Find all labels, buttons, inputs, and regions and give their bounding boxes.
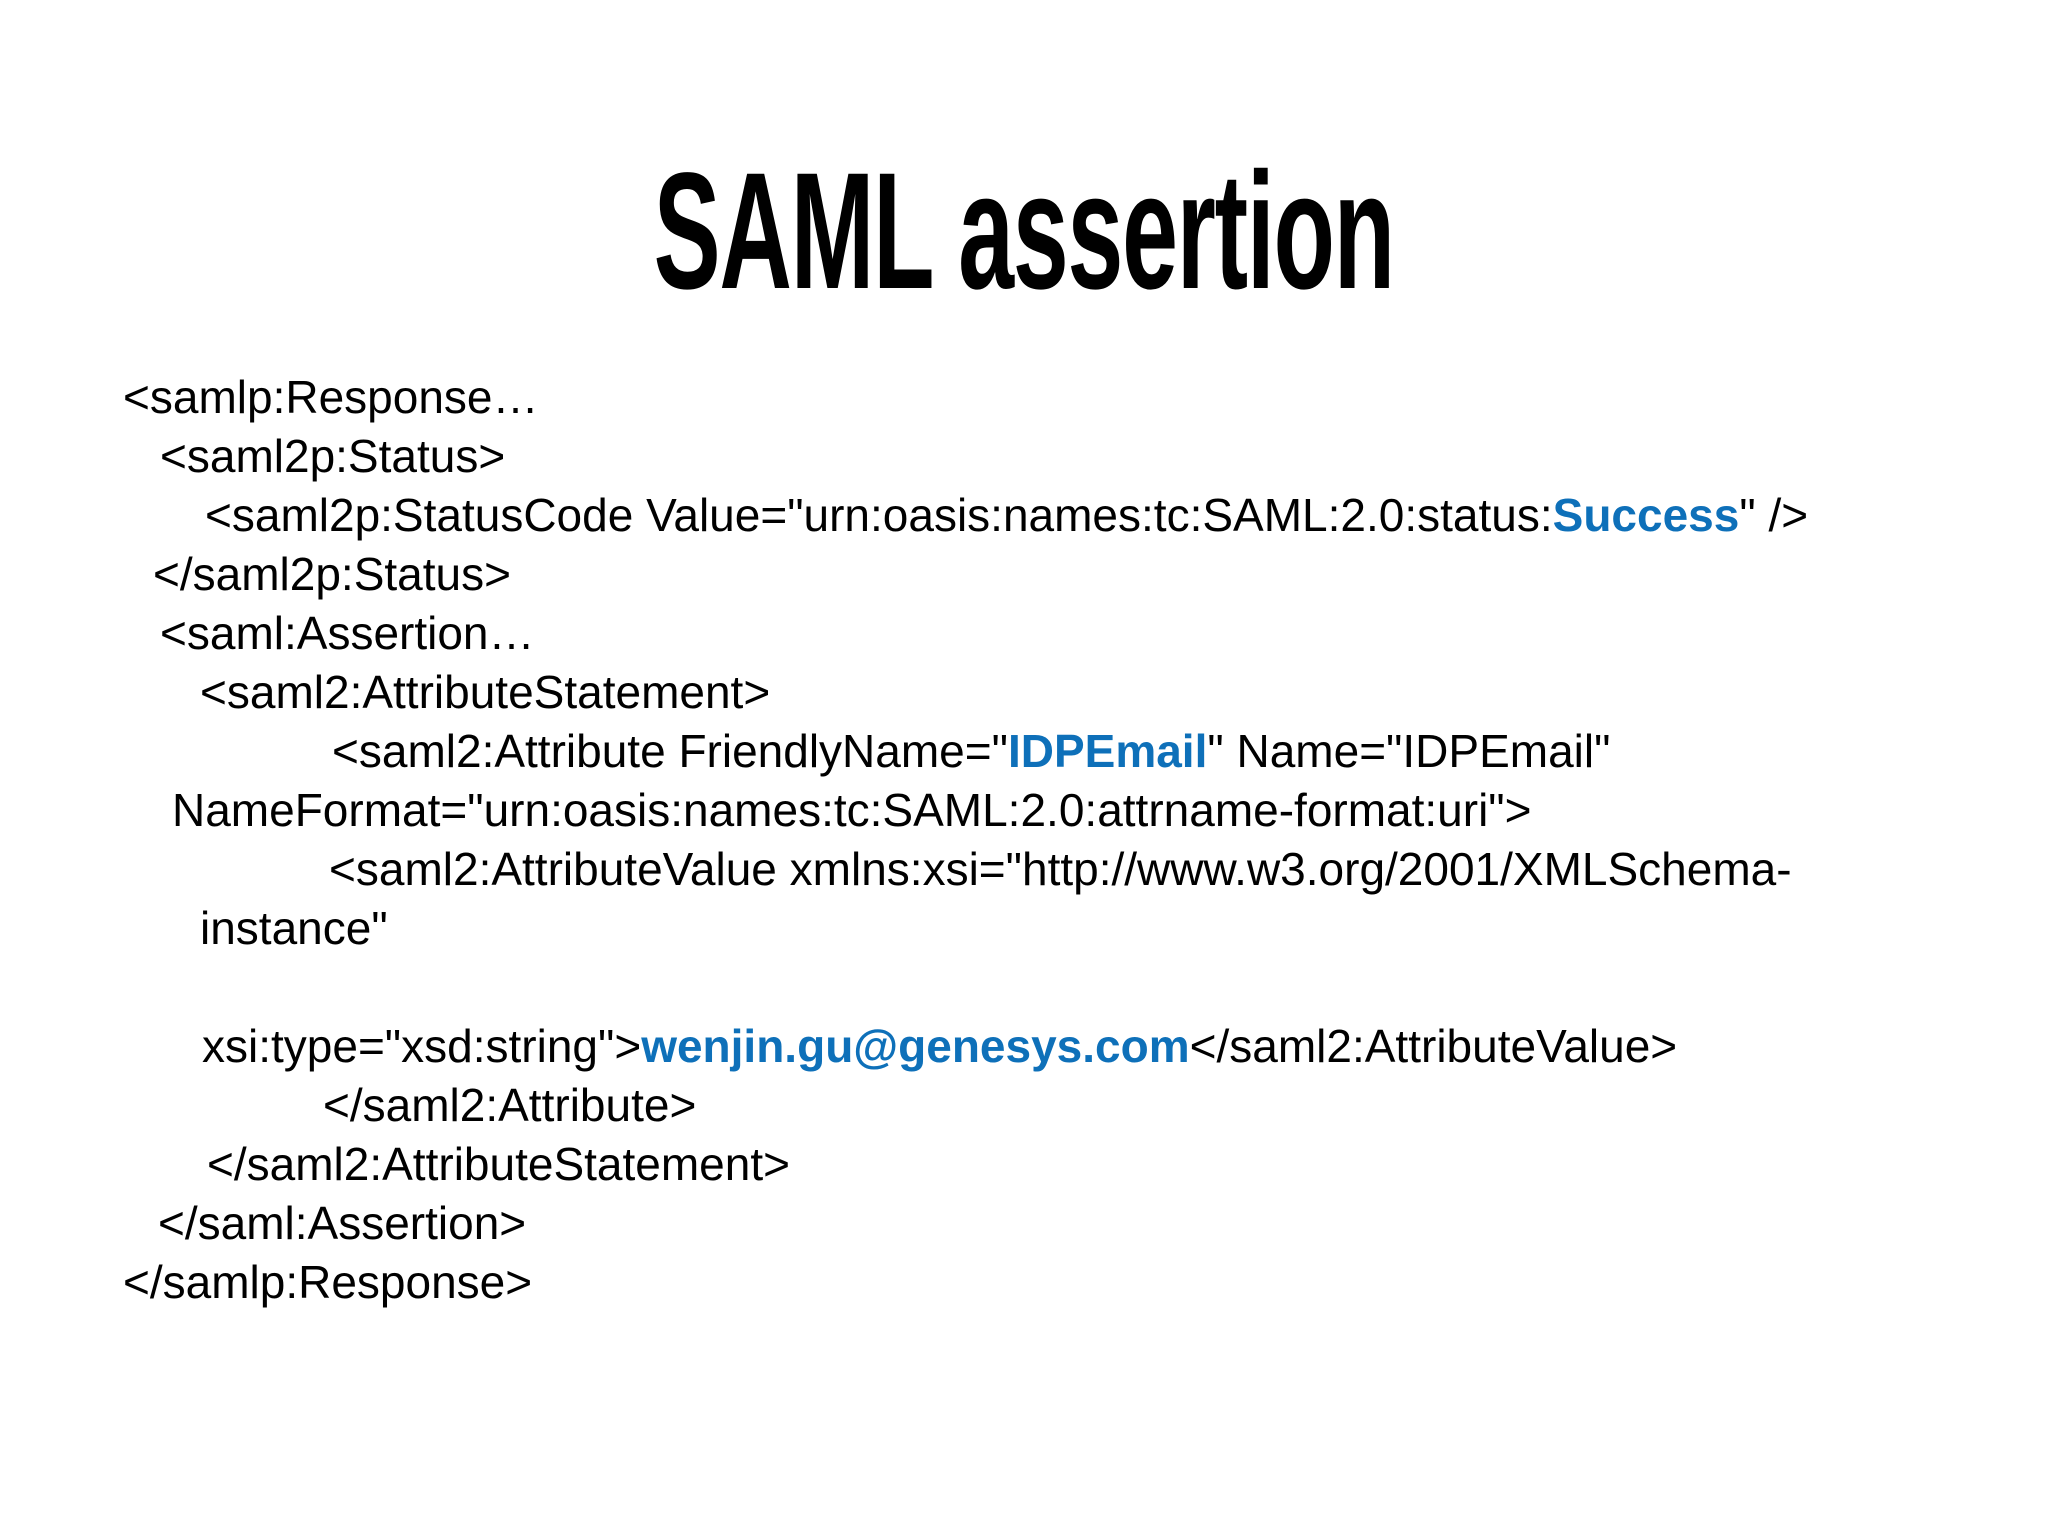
slide-title: SAML assertion [0,132,2048,331]
code-line-xsitype-email: xsi:type="xsd:string">wenjin.gu@genesys.… [0,1017,2048,1076]
slide-title-text: SAML assertion [653,139,1395,324]
code-line-assertion-open: <saml:Assertion… [0,604,2048,663]
code-line-blank [0,958,2048,1017]
code-text: </saml:Assertion> [158,1197,527,1249]
code-text: <saml2:Attribute FriendlyName=" [332,725,1008,777]
code-text: </samlp:Response> [123,1256,533,1308]
code-line-attributestatement-open: <saml2:AttributeStatement> [0,663,2048,722]
code-text: NameFormat="urn:oasis:names:tc:SAML:2.0:… [172,784,1532,836]
code-line-attribute-open: <saml2:Attribute FriendlyName="IDPEmail"… [0,722,2048,781]
code-line-statuscode: <saml2p:StatusCode Value="urn:oasis:name… [0,486,2048,545]
code-text: " /> [1739,489,1809,541]
code-text: <samlp:Response… [123,371,539,423]
code-line-attribute-close: </saml2:Attribute> [0,1076,2048,1135]
code-text: " Name="IDPEmail" [1207,725,1611,777]
code-text: <saml2:AttributeValue xmlns:xsi="http://… [329,843,1792,895]
code-text: <saml:Assertion… [160,607,535,659]
code-text: </saml2:Attribute> [323,1079,697,1131]
code-line-attributestatement-close: </saml2:AttributeStatement> [0,1135,2048,1194]
code-text: instance" [200,902,388,954]
code-text: </saml2:AttributeStatement> [207,1138,790,1190]
code-text: xsi:type="xsd:string"> [202,1020,642,1072]
code-line-status-close: </saml2p:Status> [0,545,2048,604]
highlight-success: Success [1552,489,1740,541]
code-line-samlp-response-close: </samlp:Response> [0,1253,2048,1312]
code-line-samlp-response-open: <samlp:Response… [0,368,2048,427]
code-line-assertion-close: </saml:Assertion> [0,1194,2048,1253]
code-text: <saml2:AttributeStatement> [200,666,771,718]
code-line-attributevalue-open: <saml2:AttributeValue xmlns:xsi="http://… [0,840,2048,899]
code-line-instance: instance" [0,899,2048,958]
code-text: </saml2p:Status> [153,548,511,600]
highlight-email: wenjin.gu@genesys.com [641,1020,1190,1072]
code-text: <saml2p:StatusCode Value="urn:oasis:name… [205,489,1553,541]
code-text: </saml2:AttributeValue> [1189,1020,1678,1072]
code-line-nameformat: NameFormat="urn:oasis:names:tc:SAML:2.0:… [0,781,2048,840]
code-line-status-open: <saml2p:Status> [0,427,2048,486]
saml-code-block: <samlp:Response… <saml2p:Status> <saml2p… [0,368,2048,1312]
highlight-idpemail: IDPEmail [1007,725,1208,777]
code-text: <saml2p:Status> [160,430,506,482]
